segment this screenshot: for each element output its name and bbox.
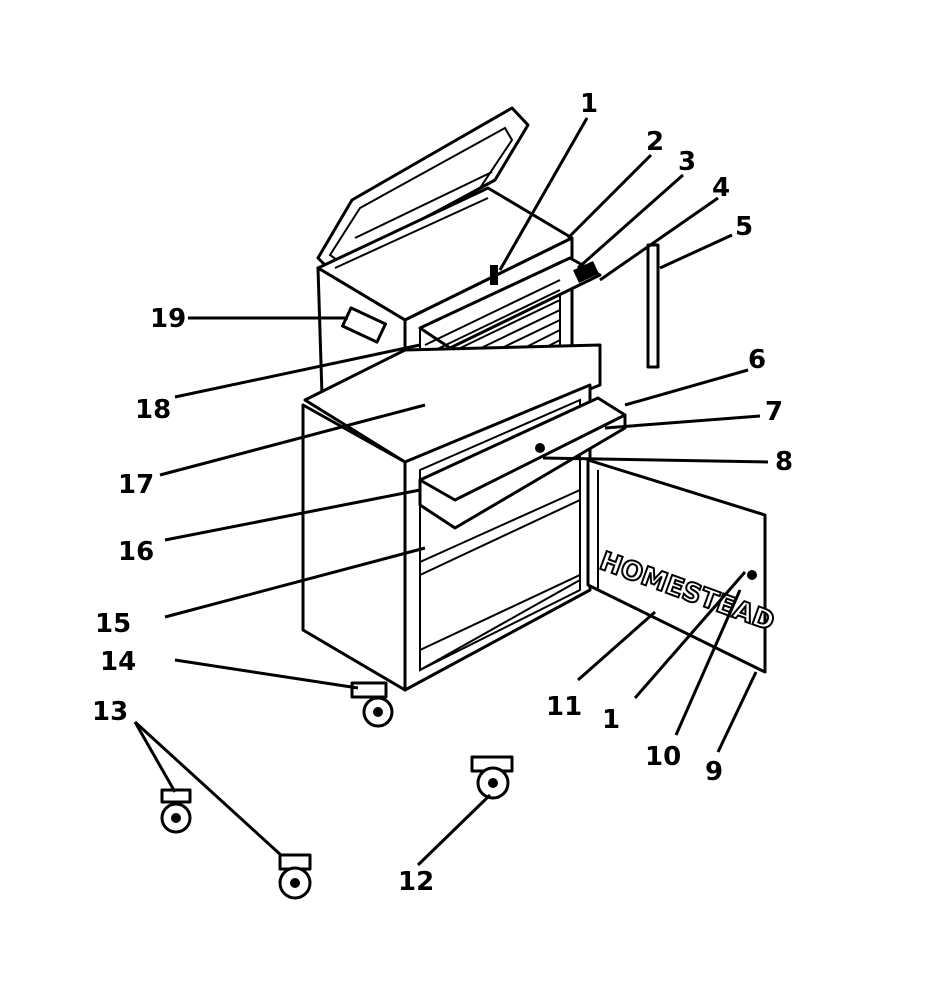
callout-18: 18 (135, 395, 171, 425)
door-lock (747, 570, 757, 580)
callout-7: 7 (765, 397, 783, 427)
caster-plate (350, 681, 388, 699)
callout-19: 19 (150, 304, 186, 334)
caster-13a (160, 788, 192, 834)
caster-12 (470, 755, 514, 800)
caster-14 (350, 681, 394, 728)
lower-drawer-front (418, 413, 627, 530)
callout-4: 4 (712, 173, 730, 203)
callout-1-bottom: 1 (602, 705, 620, 735)
callout-17: 17 (118, 470, 154, 500)
lid-hinge-strip (354, 171, 493, 239)
callout-10: 10 (645, 742, 681, 772)
callout-14: 14 (100, 647, 136, 677)
drawer-bar (646, 243, 660, 369)
callout-15: 15 (95, 609, 131, 639)
callout-3: 3 (678, 147, 696, 177)
callout-13: 13 (92, 697, 128, 727)
callout-12: 12 (398, 867, 434, 897)
callout-5: 5 (735, 212, 753, 242)
door-panel (586, 458, 767, 674)
leader-lines (133, 117, 769, 867)
callout-16: 16 (118, 537, 154, 567)
drawer-pull (573, 261, 599, 283)
drawer-lock (535, 443, 545, 453)
callout-8: 8 (775, 447, 793, 477)
callout-11: 11 (546, 692, 582, 722)
cabinet-door: HOMESTEAD (586, 458, 779, 674)
callout-1-top: 1 (580, 89, 598, 119)
cabinet-shelf-edge (419, 499, 581, 576)
lid-stay (490, 265, 498, 285)
callout-labels: 1 2 3 4 5 6 7 8 9 10 11 1 12 13 14 15 16… (92, 89, 793, 897)
cabinet-floor (419, 573, 581, 672)
callout-9: 9 (705, 757, 723, 787)
callout-2: 2 (646, 127, 664, 157)
caster-13b (278, 853, 312, 900)
bottom-cabinet (301, 343, 627, 692)
rim-inner-edge (334, 197, 489, 269)
cabinet-shelf (419, 489, 581, 563)
callout-6: 6 (748, 345, 766, 375)
